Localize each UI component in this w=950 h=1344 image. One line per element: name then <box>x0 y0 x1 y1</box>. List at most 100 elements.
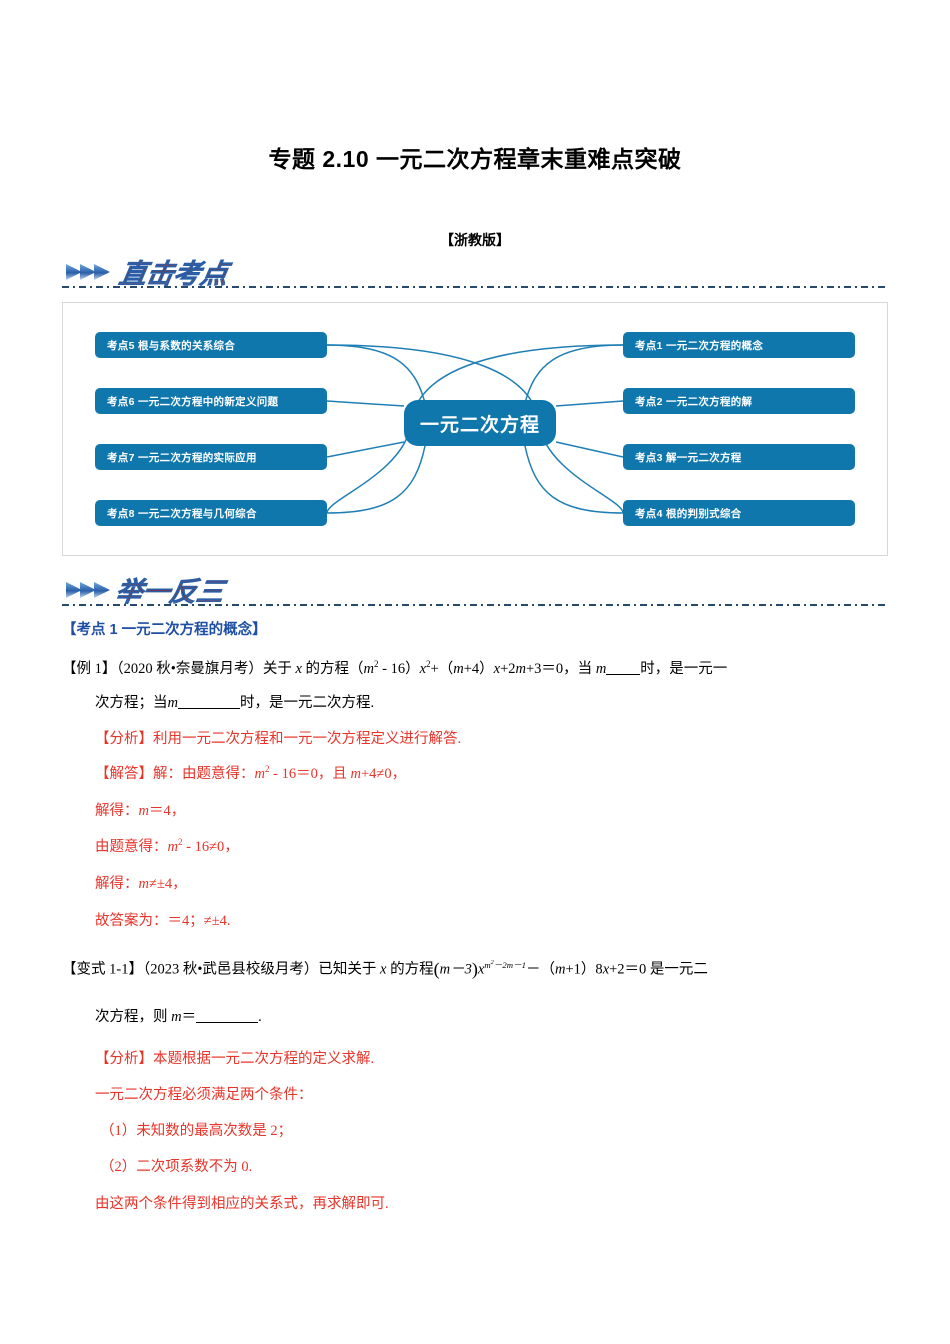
variant11-closing: 由这两个条件得到相应的关系式，再求解即可. <box>95 1196 389 1212</box>
example1-answer-g: - 16≠0， <box>182 839 239 855</box>
variant11-source: （2023 秋•武邑县校级月考） <box>142 961 319 978</box>
mindmap-node-kaodian8[interactable]: 考点8 一元二次方程与几何综合 <box>95 500 327 526</box>
example1-answer-line2: 解得：m＝4， <box>95 802 185 821</box>
mindmap-node-kaodian2[interactable]: 考点2 一元二次方程的解 <box>623 388 855 414</box>
mindmap-center-node[interactable]: 一元二次方程 <box>404 400 556 446</box>
example1-stem-line2: 次方程；当m 时，是一元二次方程. <box>95 694 374 713</box>
example1-source: （2020 秋•奈曼旗月考） <box>116 661 263 677</box>
variant11-condition-1: （1）未知数的最高次数是 2； <box>100 1123 293 1139</box>
example1-var-m4: m <box>595 661 607 677</box>
banner-juyi-fansan: 举一反三 <box>62 568 888 610</box>
example1-answer-h: 解得： <box>95 876 139 892</box>
variant11-var-x: x <box>380 961 387 978</box>
variant11-conditions-intro: 一元二次方程必须满足两个条件： <box>95 1087 313 1103</box>
banner-zhiji-kaodian: 直击考点 <box>62 250 888 292</box>
example1-var-x3: x <box>493 661 501 677</box>
variant11-exponent: m2－2m－1 <box>484 959 527 970</box>
example1-answer-line4: 解得：m≠±4， <box>95 875 187 894</box>
example1-ans-m4: m <box>167 839 178 855</box>
example1-answer-line3: 由题意得：m2 - 16≠0， <box>95 838 239 857</box>
mindmap-node-kaodian3[interactable]: 考点3 解一元二次方程 <box>623 444 855 470</box>
example1-exp-x2: 2 <box>426 659 431 670</box>
banner-divider-2 <box>62 604 888 606</box>
banner-art-zhiji: 直击考点 <box>66 259 234 289</box>
variant11-analysis: 【分析】本题根据一元二次方程的定义求解. <box>95 1050 374 1069</box>
variant11-analysis-label: 【分析】 <box>95 1051 153 1067</box>
example1-answer-i: ≠±4， <box>148 876 187 892</box>
variant11-stem-d: +1）8 <box>565 961 603 978</box>
example1-blank-2[interactable] <box>177 708 240 709</box>
example1-var-m5: m <box>167 695 178 711</box>
example1-ans-m3: m <box>138 803 149 819</box>
variant11-stem-a: 已知关于 <box>318 961 381 978</box>
example1-stem-a: 关于 <box>262 661 296 677</box>
example1-label: 【例 1】 <box>62 661 117 677</box>
variant11-var-m: m <box>555 961 566 978</box>
variant11-label: 【变式 1-1】 <box>62 961 143 978</box>
example1-ans-exp2: 2 <box>177 837 183 848</box>
example1-answer-a: 解：由题意得： <box>153 766 255 782</box>
variant11-stem-h: . <box>258 1009 262 1025</box>
example1-answer-d: 解得： <box>95 803 139 819</box>
variant11-stem-g: ＝ <box>181 1009 197 1025</box>
example1-var-m2: m <box>453 661 464 677</box>
banner-art-juyi: 举一反三 <box>66 577 229 607</box>
example1-ans-m5: m <box>138 876 149 892</box>
variant11-var-m2: m <box>171 1009 182 1025</box>
svg-text:直击考点: 直击考点 <box>117 259 234 289</box>
example1-analysis-text: 利用一元二次方程和一元一次方程定义进行解答. <box>153 731 462 747</box>
variant11-stem-f: 次方程，则 <box>95 1009 172 1025</box>
example1-answer-label: 【解答】 <box>95 766 153 782</box>
page-title: 专题 2.10 一元二次方程章末重难点突破 <box>268 146 682 172</box>
example1-ans-m2: m <box>350 766 361 782</box>
example1-stem-line1: 【例 1】（2020 秋•奈曼旗月考）关于 x 的方程（m2 - 16）x2+（… <box>62 660 727 679</box>
mindmap-node-kaodian6[interactable]: 考点6 一元二次方程中的新定义问题 <box>95 388 327 414</box>
example1-var-m3: m <box>515 661 526 677</box>
example1-stem-h: 时，是一元一 <box>640 661 728 677</box>
variant11-stem-e: +2＝0 是一元二 <box>609 961 708 978</box>
example1-stem-d: +（ <box>430 661 454 677</box>
example1-ans-exp1: 2 <box>264 764 270 775</box>
section-heading-kaodian1: 【考点 1 一元二次方程的概念】 <box>62 622 267 638</box>
variant11-condition-2: （2）二次项系数不为 0. <box>100 1159 253 1175</box>
variant11-coef: m－3 <box>439 961 472 978</box>
example1-stem-i: 次方程；当 <box>95 695 168 711</box>
example1-stem-g: +3＝0，当 <box>526 661 596 677</box>
variant11-analysis-text: 本题根据一元二次方程的定义求解. <box>153 1051 375 1067</box>
example1-stem-b: 的方程（ <box>301 661 364 677</box>
example1-stem-f: +2 <box>500 661 516 677</box>
variant11-paren-open: ( <box>433 959 440 979</box>
edition-label: 【浙教版】 <box>440 232 510 248</box>
mindmap-node-kaodian1[interactable]: 考点1 一元二次方程的概念 <box>623 332 855 358</box>
variant11-stem-line1: 【变式 1-1】（2023 秋•武邑县校级月考）已知关于 x 的方程(m－3)x… <box>62 960 708 980</box>
mindmap-node-kaodian5[interactable]: 考点5 根与系数的关系综合 <box>95 332 327 358</box>
example1-var-x: x <box>295 661 302 677</box>
example1-var-m: m <box>363 661 374 677</box>
variant11-stem-b: 的方程 <box>386 961 434 978</box>
example1-stem-j: 时，是一元二次方程. <box>239 695 375 711</box>
example1-exp-2: 2 <box>374 659 379 670</box>
variant11-base-x: x <box>477 961 485 978</box>
variant11-stem-line2: 次方程，则 m＝. <box>95 1008 262 1027</box>
example1-ans-m1: m <box>254 766 265 782</box>
example1-answer-b: - 16＝0，且 <box>269 766 351 782</box>
example1-analysis-label: 【分析】 <box>95 731 153 747</box>
mindmap-node-kaodian4[interactable]: 考点4 根的判别式综合 <box>623 500 855 526</box>
example1-answer-line1: 【解答】解：由题意得：m2 - 16＝0，且 m+4≠0， <box>95 765 406 784</box>
example1-analysis: 【分析】利用一元二次方程和一元一次方程定义进行解答. <box>95 730 461 749</box>
variant11-stem-c: －（ <box>526 961 556 978</box>
svg-text:举一反三: 举一反三 <box>113 577 229 607</box>
example1-answer-e: ＝4， <box>148 803 186 819</box>
variant11-paren-close: ) <box>471 959 478 979</box>
example1-stem-c: - 16） <box>378 661 420 677</box>
example1-answer-line5: 故答案为：＝4；≠±4. <box>95 913 231 929</box>
example1-answer-f: 由题意得： <box>95 839 168 855</box>
example1-blank-1[interactable] <box>606 674 641 675</box>
mindmap-node-kaodian7[interactable]: 考点7 一元二次方程的实际应用 <box>95 444 327 470</box>
example1-var-x2: x <box>419 661 427 677</box>
banner-divider-1 <box>62 286 888 288</box>
mindmap-container: 考点5 根与系数的关系综合 考点6 一元二次方程中的新定义问题 考点7 一元二次… <box>62 302 888 556</box>
variant11-blank-1[interactable] <box>196 1022 259 1023</box>
variant11-var-x2: x <box>602 961 610 978</box>
